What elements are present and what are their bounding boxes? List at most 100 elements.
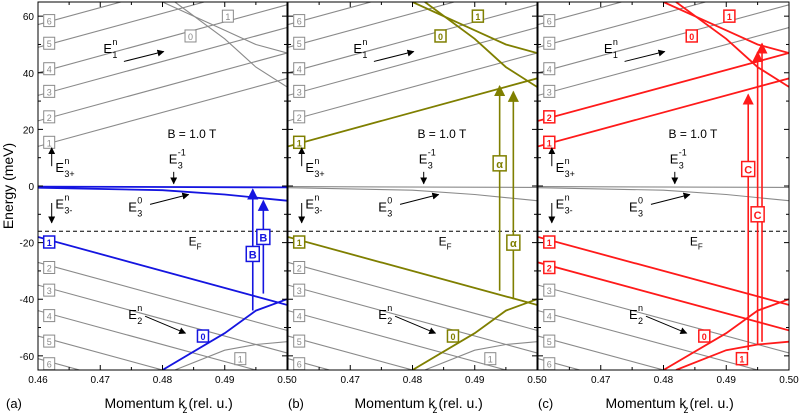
upper-label-1-text: 1 xyxy=(547,138,552,148)
upper-level-1 xyxy=(38,77,287,147)
upper-level-2 xyxy=(38,52,287,122)
E1-zero-label-text: 0 xyxy=(188,32,193,42)
y-tick-label: -60 xyxy=(20,352,35,363)
lower-label-2: 2 xyxy=(43,260,56,274)
y-tick-label: -20 xyxy=(20,239,35,250)
upper-label-6: 6 xyxy=(293,14,306,28)
transition-label-text: C xyxy=(754,210,762,222)
E1-annotation-sup: n xyxy=(112,37,117,47)
lower-label-6-text: 6 xyxy=(547,360,552,370)
upper-label-4-box xyxy=(293,62,306,76)
lower-label-2-box xyxy=(43,260,56,274)
E1-one-label: 1 xyxy=(221,9,234,23)
upper-level-5 xyxy=(38,2,207,48)
x-tick-label: 0.50 xyxy=(779,375,799,386)
upper-label-2-text: 2 xyxy=(297,113,302,123)
transition-label-0: α xyxy=(492,155,507,172)
E1-annotation-base: E xyxy=(353,41,362,56)
level-E3-minus1 xyxy=(288,186,537,188)
x-axis-label-rest: (rel. u.) xyxy=(189,395,233,411)
E3minus-annotation-sub: 3- xyxy=(64,206,72,216)
transition-label-box xyxy=(740,160,756,178)
E1-zero-label-box xyxy=(184,29,197,43)
upper-label-3-box xyxy=(293,84,306,98)
lower-level-4 xyxy=(538,310,760,370)
y-tick-label: -40 xyxy=(20,295,35,306)
lower-label-3-text: 3 xyxy=(547,286,552,296)
E3minus-annotation-base: E xyxy=(55,197,64,212)
lower-level-5 xyxy=(538,335,666,370)
upper-label-2-box xyxy=(43,110,56,124)
lower-label-1-text: 1 xyxy=(297,238,302,248)
transition-label-0: B xyxy=(245,245,261,263)
lower-label-6-text: 6 xyxy=(47,360,52,370)
E3minus-annotation-sup: n xyxy=(64,193,69,203)
upper-label-3-text: 3 xyxy=(47,87,52,97)
lower-label-4: 4 xyxy=(543,309,556,323)
E2-annotation-base: E xyxy=(128,307,137,322)
fermi-label-base: E xyxy=(690,234,698,248)
lower-label-4-box xyxy=(293,309,306,323)
lower-label-3-box xyxy=(293,283,306,297)
upper-level-5 xyxy=(288,2,457,48)
level-E3-minus1 xyxy=(538,186,789,188)
upper-label-1-text: 1 xyxy=(47,138,52,148)
upper-level-6 xyxy=(38,2,123,26)
E2-annotation-sub: 2 xyxy=(638,316,643,326)
E1-annotation-base: E xyxy=(604,41,613,56)
x-tick-label: 0.47 xyxy=(591,375,611,386)
upper-label-4-text: 4 xyxy=(297,65,302,75)
E1-one-label-box xyxy=(221,9,234,23)
E2-pointer xyxy=(394,315,437,334)
lower-label-2-text: 2 xyxy=(47,263,52,273)
lower-label-2-box xyxy=(543,260,556,275)
upper-label-1: 1 xyxy=(543,135,556,150)
E1-annotation-sub: 1 xyxy=(362,50,367,60)
E3-minus1-annotation-base: E xyxy=(169,151,178,166)
upper-label-4: 4 xyxy=(293,62,306,76)
x-tick-label: 0.50 xyxy=(277,375,297,386)
E3plus-annotation-sup: n xyxy=(314,156,319,166)
E1-zero-label-text: 0 xyxy=(689,32,694,42)
transition-label-box xyxy=(492,155,507,172)
level-E2-1 xyxy=(675,340,789,370)
lower-label-1: 1 xyxy=(292,235,306,249)
E1-pointer xyxy=(373,49,415,62)
transition-label-text: C xyxy=(744,165,752,177)
field-label: B = 1.0 T xyxy=(167,127,216,141)
E3minus-annotation-sub: 3- xyxy=(314,206,322,216)
E1-one-label-text: 1 xyxy=(225,12,230,22)
upper-label-4: 4 xyxy=(543,62,556,76)
upper-label-6-box xyxy=(543,14,556,28)
x-tick-label: 0.48 xyxy=(654,375,674,386)
E1-zero-label: 0 xyxy=(434,29,447,43)
E1-one-label-box xyxy=(471,9,485,23)
upper-label-2-text: 2 xyxy=(547,113,552,123)
lower-label-1: 1 xyxy=(42,235,56,249)
plot-area xyxy=(38,2,287,370)
x-axis-label: Momentum kz (rel. u.) xyxy=(606,395,734,416)
E1-annotation-sup: n xyxy=(613,37,618,47)
lower-label-1-box xyxy=(543,235,556,249)
lower-label-1: 1 xyxy=(543,235,556,249)
E3-zero-annotation-sup: 0 xyxy=(137,195,142,205)
E2-annotation-sup: n xyxy=(638,303,643,313)
lower-label-1-text: 1 xyxy=(547,238,552,248)
upper-label-2: 2 xyxy=(293,110,306,124)
upper-label-1-text: 1 xyxy=(297,138,302,148)
x-axis-label-rest: (rel. u.) xyxy=(690,395,734,411)
upper-label-2-box xyxy=(293,110,306,124)
E1-one-label: 1 xyxy=(723,9,736,23)
E3-zero-annotation-sup: 0 xyxy=(387,195,392,205)
lower-label-3: 3 xyxy=(543,283,556,297)
upper-label-3-text: 3 xyxy=(547,87,552,97)
x-axis-label-main: Momentum k xyxy=(606,395,688,411)
fermi-label-base: E xyxy=(439,234,447,248)
lower-label-3: 3 xyxy=(43,283,56,297)
